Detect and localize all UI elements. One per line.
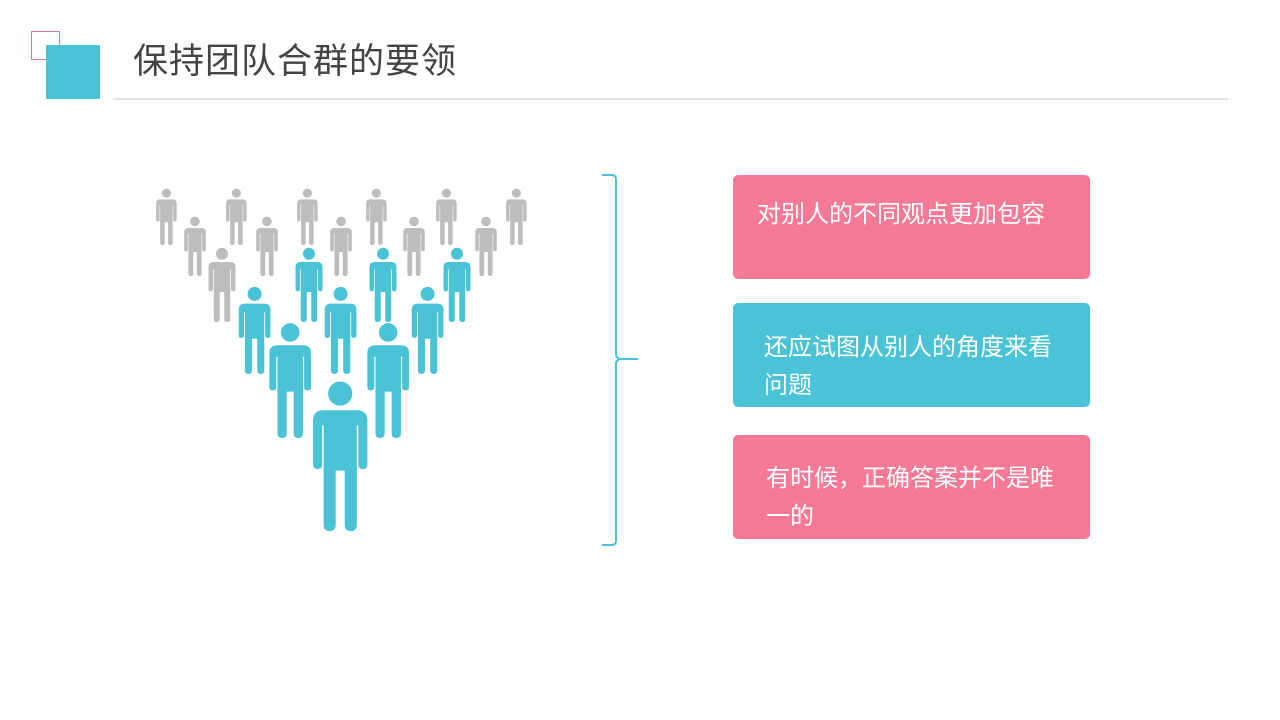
decorative-teal-square <box>46 45 100 99</box>
person-icon <box>505 188 528 245</box>
point-card-text: 有时候，正确答案并不是唯一的 <box>766 464 1054 530</box>
person-icon <box>155 188 178 245</box>
person-icon <box>294 247 324 322</box>
person-icon <box>435 188 458 245</box>
person-icon <box>442 247 472 322</box>
point-card-text: 还应试图从别人的角度来看问题 <box>764 333 1052 399</box>
point-card-tolerance: 对别人的不同观点更加包容 <box>733 175 1090 279</box>
person-icon <box>474 216 498 276</box>
person-icon <box>237 286 272 374</box>
person-icon <box>310 380 370 531</box>
person-icon <box>183 216 207 276</box>
person-icon <box>410 286 445 374</box>
crowd-illustration <box>0 0 600 560</box>
page-title: 保持团队合群的要领 <box>133 42 458 82</box>
title-divider <box>113 98 1228 100</box>
point-card-multiple-answers: 有时候，正确答案并不是唯一的 <box>733 435 1090 539</box>
person-icon <box>329 216 353 276</box>
point-card-text: 对别人的不同观点更加包容 <box>757 200 1045 228</box>
point-card-perspective: 还应试图从别人的角度来看问题 <box>733 303 1090 407</box>
person-icon <box>225 188 248 245</box>
person-icon <box>323 286 358 374</box>
person-icon <box>296 188 319 245</box>
person-icon <box>255 216 279 276</box>
person-icon <box>207 247 237 322</box>
person-icon <box>402 216 426 276</box>
right-curly-bracket-icon <box>602 174 638 546</box>
person-icon <box>365 322 411 438</box>
person-icon <box>365 188 388 245</box>
person-icon <box>368 247 398 322</box>
person-icon <box>267 322 313 438</box>
